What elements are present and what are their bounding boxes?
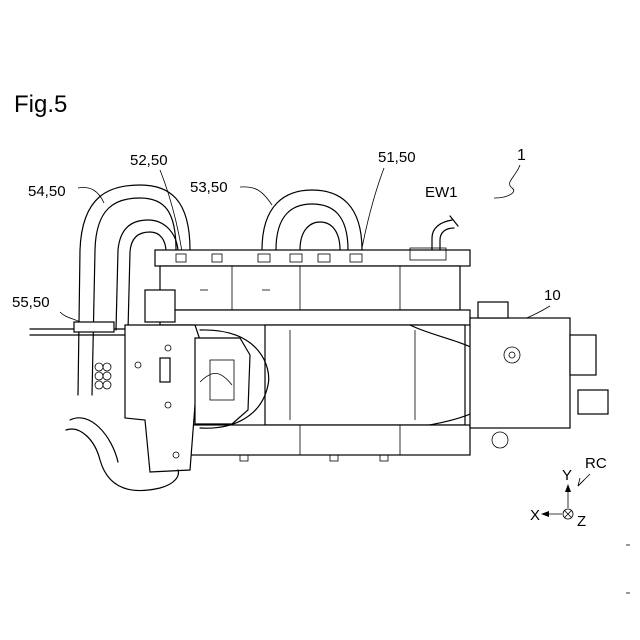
leader-part-53 bbox=[240, 187, 272, 205]
bracket-slot bbox=[160, 358, 170, 382]
cable-51-loop bbox=[300, 222, 340, 250]
bracket-55 bbox=[74, 322, 114, 332]
x-axis-arrow bbox=[541, 511, 549, 517]
figure-title: Fig.5 bbox=[14, 91, 67, 118]
body-rail bbox=[160, 310, 470, 325]
leader-part-55 bbox=[60, 312, 80, 322]
wire-2 bbox=[103, 363, 111, 371]
wire-4 bbox=[103, 372, 111, 380]
motor-bolt-bottom bbox=[492, 432, 508, 448]
motor-unit-10 bbox=[470, 302, 608, 448]
leader-part-54 bbox=[78, 188, 104, 203]
rotary-joint-body bbox=[195, 338, 250, 424]
label-part-54: 54,50 bbox=[28, 183, 66, 200]
top-housing bbox=[155, 248, 470, 310]
cable-53-inner bbox=[276, 204, 348, 250]
wire-1 bbox=[95, 363, 103, 371]
motor-housing bbox=[265, 325, 465, 425]
connector-plug bbox=[570, 335, 596, 375]
label-coord-rc: RC bbox=[585, 455, 607, 472]
label-part-53: 53,50 bbox=[190, 179, 228, 196]
top-rail bbox=[155, 250, 470, 266]
z-axis-cross bbox=[565, 511, 572, 518]
label-motor-10: 10 bbox=[544, 287, 561, 304]
cable-bundle bbox=[95, 363, 111, 389]
cable-ew1 bbox=[432, 220, 452, 250]
coordinate-axes: Y X Z bbox=[530, 467, 586, 530]
base-foot-c bbox=[380, 455, 388, 461]
motor-unit-tab bbox=[478, 302, 508, 318]
side-clamp bbox=[578, 390, 608, 414]
wire-5 bbox=[95, 381, 103, 389]
x-axis-label: X bbox=[530, 507, 540, 524]
y-axis-arrow bbox=[565, 484, 571, 492]
connector-block bbox=[160, 266, 460, 310]
label-assembly-1: 1 bbox=[517, 147, 526, 164]
hanging-hose-inner bbox=[70, 418, 118, 462]
gun-bracket-plate bbox=[125, 325, 200, 472]
wire-6 bbox=[103, 381, 111, 389]
base-plate bbox=[190, 425, 470, 455]
label-part-52: 52,50 bbox=[130, 152, 168, 169]
base-foot-a bbox=[240, 455, 248, 461]
cable-ew1-b bbox=[440, 228, 454, 250]
label-part-55: 55,50 bbox=[12, 294, 50, 311]
cable-53-outer bbox=[262, 190, 362, 250]
label-part-51: 51,50 bbox=[378, 149, 416, 166]
valve-block bbox=[145, 290, 175, 322]
leader-assembly-1 bbox=[494, 165, 520, 198]
cable-ew1-end bbox=[450, 216, 458, 226]
z-axis-label: Z bbox=[577, 513, 586, 530]
base-foot-b bbox=[330, 455, 338, 461]
y-axis-label: Y bbox=[562, 467, 572, 484]
label-cable-ew1: EW1 bbox=[425, 184, 458, 201]
leader-coord-rc-arrow bbox=[578, 478, 584, 486]
motor-unit-body bbox=[470, 318, 570, 428]
wire-3 bbox=[95, 372, 103, 380]
